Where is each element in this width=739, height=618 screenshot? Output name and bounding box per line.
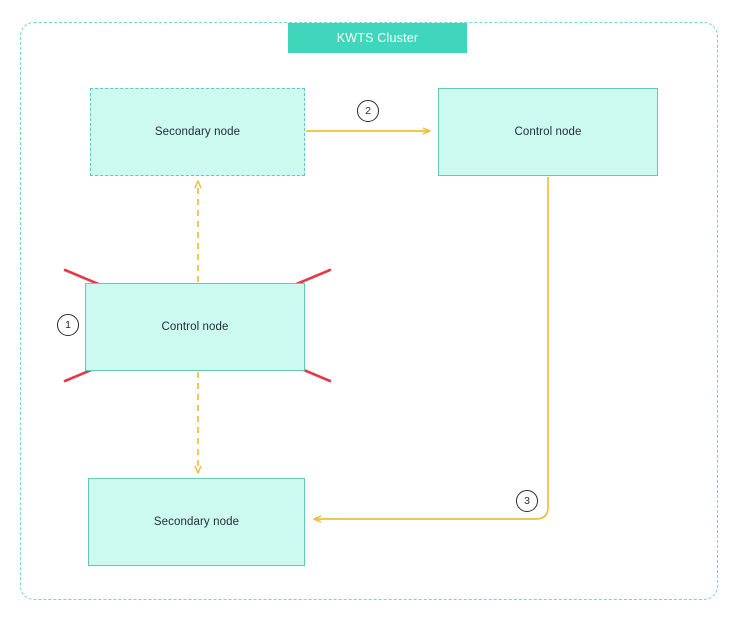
step-marker-1-label: 1 [65,319,71,331]
step-marker-1: 1 [57,314,79,336]
cluster-boundary [20,22,718,600]
node-control-top-label: Control node [514,126,582,138]
node-control-top[interactable]: Control node [438,88,658,176]
step-marker-2-label: 2 [365,105,371,117]
step-marker-3-label: 3 [524,495,530,507]
node-control-failed-label: Control node [161,321,229,333]
node-secondary-top-label: Secondary node [154,126,241,138]
cluster-title-text: KWTS Cluster [336,31,419,45]
cluster-title-banner: KWTS Cluster [288,23,467,53]
node-secondary-bottom-label: Secondary node [153,516,240,528]
node-secondary-top[interactable]: Secondary node [90,88,305,176]
step-marker-3: 3 [516,490,538,512]
step-marker-2: 2 [357,100,379,122]
node-control-failed[interactable]: Control node [85,283,305,371]
node-secondary-bottom[interactable]: Secondary node [88,478,305,566]
